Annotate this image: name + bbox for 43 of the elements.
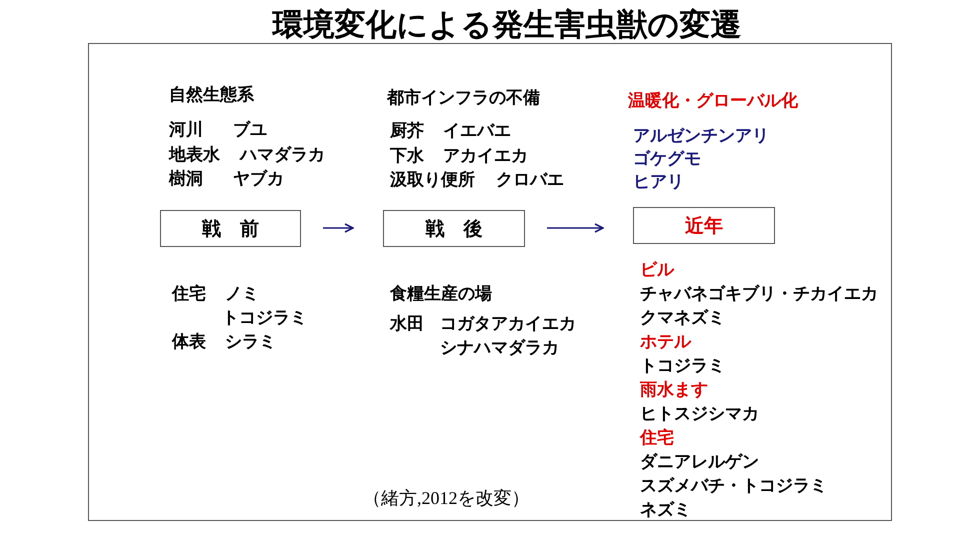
heading-label: 自然生態系 (169, 84, 254, 106)
period-box: 戦 後 (383, 210, 525, 247)
heading-label: 食糧生産の場 (390, 283, 492, 305)
title: 環境変化による発生害虫獣の変遷 (270, 6, 742, 45)
text-label: 水田 (390, 313, 424, 335)
text-label: コガタアカイエカ (440, 313, 576, 335)
text-label: クロバエ (496, 169, 564, 191)
text-label: 樹洞 (169, 168, 203, 190)
text-label: 体表 (172, 331, 206, 353)
text-label: 汲取り便所 (390, 169, 475, 191)
text-label: 住宅 (172, 283, 206, 305)
caption: （緒方,2012を改変） (363, 487, 530, 510)
text-label: ダニアレルゲン (640, 451, 759, 473)
text-label: ヒトスジシマカ (640, 403, 759, 425)
text-label: 厨芥 (390, 120, 424, 142)
text-label: 地表水 (169, 144, 220, 166)
text-label: ホテル (640, 331, 691, 353)
text-label: シナハマダラカ (440, 337, 559, 359)
text-label: ハマダラカ (240, 144, 325, 166)
text-label: クマネズミ (640, 307, 725, 329)
text-label: スズメバチ・トコジラミ (640, 475, 827, 497)
text-label: ネズミ (640, 499, 691, 521)
heading-label: 温暖化・グローバル化 (628, 90, 798, 112)
text-label: アカイエカ (443, 145, 528, 167)
period-box: 戦 前 (160, 210, 301, 247)
text-label: 住宅 (640, 427, 674, 449)
text-label: イエバエ (443, 120, 511, 142)
text-label: ビル (640, 259, 674, 281)
text-label: トコジラミ (640, 355, 725, 377)
text-label: 下水 (390, 145, 424, 167)
text-label: ヤブカ (233, 168, 284, 190)
text-label: アルゼンチンアリ (633, 125, 769, 147)
text-label: 河川 (169, 119, 203, 141)
period-box: 近年 (633, 207, 775, 244)
text-label: トコジラミ (222, 307, 307, 329)
heading-label: 都市インフラの不備 (387, 87, 540, 109)
text-label: シラミ (225, 331, 276, 353)
text-label: 雨水ます (640, 379, 708, 401)
text-label: ブユ (233, 119, 267, 141)
text-label: ゴケグモ (633, 148, 701, 170)
text-label: ノミ (225, 283, 259, 305)
text-label: ヒアリ (633, 171, 684, 193)
text-label: チャバネゴキブリ・チカイエカ (640, 283, 878, 305)
